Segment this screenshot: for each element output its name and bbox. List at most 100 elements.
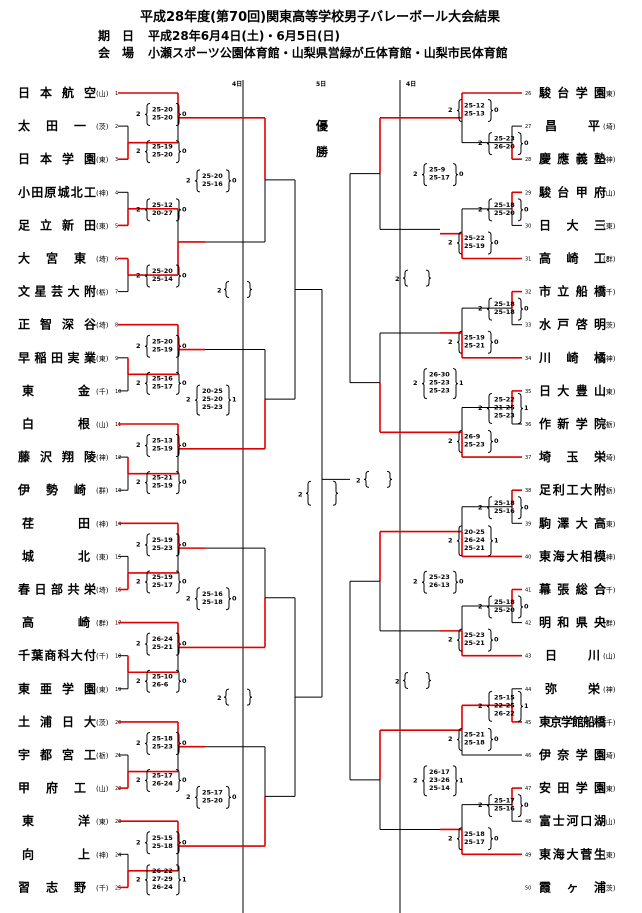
right-score-brace-open — [486, 198, 493, 222]
left-team-number: 23 — [115, 819, 121, 825]
left-score-brace-open — [144, 264, 151, 288]
left-team-name-char: 田 — [78, 516, 90, 530]
left-team-number: 9 — [115, 356, 118, 362]
left-team-number: 17 — [115, 621, 121, 627]
right-team-number: 36 — [525, 422, 531, 428]
left-pending-set-count: 2 — [217, 694, 222, 702]
left-team-name-char: 崎 — [74, 482, 86, 497]
right-team-number: 47 — [525, 786, 531, 792]
left-score-set-count: 2 — [136, 677, 141, 685]
left-team-name-char: 藤 — [17, 449, 31, 464]
right-team-name-char: 口 — [580, 814, 592, 828]
left-team-name-char: 北 — [71, 184, 83, 199]
left-team-pref: (埼) — [96, 586, 109, 595]
right-score-set-count: 2 — [413, 170, 418, 178]
left-score-brace-close — [225, 384, 232, 416]
right-team-name-char: 大 — [566, 217, 578, 232]
right-score-brace-open — [456, 525, 463, 557]
right-team-pref: (埼) — [603, 751, 616, 760]
right-set-score: 25-18 — [464, 739, 485, 747]
right-team-pref: (埼) — [603, 122, 616, 131]
left-team-pref: (千) — [96, 387, 109, 396]
left-set-score: 25-19 — [152, 482, 173, 490]
right-set-score: 25-23 — [429, 573, 450, 581]
left-team-name-char: 春 — [17, 582, 31, 597]
right-team-number: 30 — [525, 223, 531, 229]
left-set-score: 25-17 — [202, 788, 223, 796]
left-score-set-count: 2 — [186, 793, 191, 801]
left-team-name-char: 土 — [18, 714, 30, 729]
left-team-number: 25 — [115, 885, 121, 891]
right-team-name-char: 県 — [576, 616, 588, 630]
right-team-name-char: 水 — [539, 317, 552, 332]
left-team-name-char: 大 — [84, 714, 96, 729]
left-set-score: 26-24 — [152, 635, 173, 643]
left-set-score: 25-12 — [152, 201, 173, 209]
left-team-name-char: 勢 — [46, 482, 58, 497]
right-score-loser-count: 0 — [494, 834, 499, 842]
right-set-score: 25-17 — [464, 838, 485, 846]
right-team-name-char: 台 — [557, 184, 569, 199]
left-team-name-char: 日 — [18, 152, 30, 166]
right-score-set-count: 2 — [448, 636, 453, 644]
right-score-brace-open — [456, 430, 463, 454]
right-score-brace-close — [517, 392, 524, 424]
right-score-loser-count: 0 — [494, 636, 499, 644]
right-set-score: 26-13 — [429, 581, 450, 589]
left-team-name-char: 日 — [18, 86, 30, 100]
right-score-loser-count: 0 — [494, 437, 499, 445]
right-score-set-count: 2 — [413, 776, 418, 784]
left-team-name-char: 部 — [51, 582, 63, 597]
left-team-name-char: 白 — [22, 416, 34, 431]
right-set-score: 22-25 — [494, 701, 515, 709]
left-team-name-char: 付 — [84, 648, 96, 663]
left-set-score: 25-13 — [152, 437, 173, 445]
left-set-score: 25-21 — [152, 474, 173, 482]
left-score-brace-open — [144, 570, 151, 594]
left-score-loser-count: 0 — [232, 176, 237, 184]
left-team-name-char: 新 — [62, 217, 74, 232]
left-set-score: 25-19 — [152, 143, 173, 151]
right-score-brace-close — [487, 525, 494, 557]
left-set-score: 25-20 — [202, 395, 223, 403]
left-set-score: 25-20 — [152, 337, 173, 345]
right-set-score: 25-17 — [494, 797, 515, 805]
right-pending-brace-open — [402, 269, 409, 287]
left-team-name-char: 甲 — [18, 781, 30, 795]
right-score-brace-open — [486, 690, 493, 722]
right-set-score: 25-23 — [494, 412, 515, 420]
venue-value: 小瀬スポーツ公園体育館・山梨県営緑が丘体育館・山梨市民体育館 — [148, 46, 508, 60]
right-team-name-char: 昌 — [545, 119, 557, 133]
right-team-name-char: 足 — [539, 483, 551, 497]
right-team-number: 26 — [525, 91, 531, 97]
left-set-score: 25-20 — [152, 151, 173, 159]
left-set-score: 25-16 — [152, 374, 173, 382]
right-team-pref: (神) — [603, 685, 616, 694]
left-team-number: 16 — [115, 588, 121, 594]
left-team-number: 20 — [115, 720, 121, 726]
left-score-loser-count: 0 — [182, 379, 187, 387]
left-score-brace-close — [225, 785, 232, 809]
round-label-day4-right: 4日 — [406, 81, 416, 88]
left-set-score: 20-25 — [202, 387, 223, 395]
left-score-brace-close — [175, 434, 182, 458]
left-set-score: 25-19 — [152, 345, 173, 353]
left-team-name-char: 園 — [84, 152, 96, 166]
left-score-brace-open — [144, 632, 151, 656]
left-set-score: 25-16 — [202, 180, 223, 188]
left-set-score: 27-29 — [152, 875, 173, 883]
right-team-pref: (神) — [603, 354, 616, 363]
right-team-name-char: 啓 — [576, 317, 589, 332]
right-score-brace-open — [486, 595, 493, 619]
right-team-name-char: 栄 — [593, 449, 607, 464]
right-score-brace-open — [421, 368, 428, 400]
right-score-brace-open — [421, 163, 428, 187]
left-team-number: 24 — [115, 852, 121, 858]
left-team-pref: (栃) — [96, 751, 109, 760]
right-team-pref: (東) — [603, 221, 616, 230]
left-score-brace-close — [175, 103, 182, 127]
right-score-loser-count: 1 — [524, 702, 529, 710]
right-team-name-char: 伊 — [538, 747, 551, 762]
right-set-score: 26-20 — [494, 143, 515, 151]
